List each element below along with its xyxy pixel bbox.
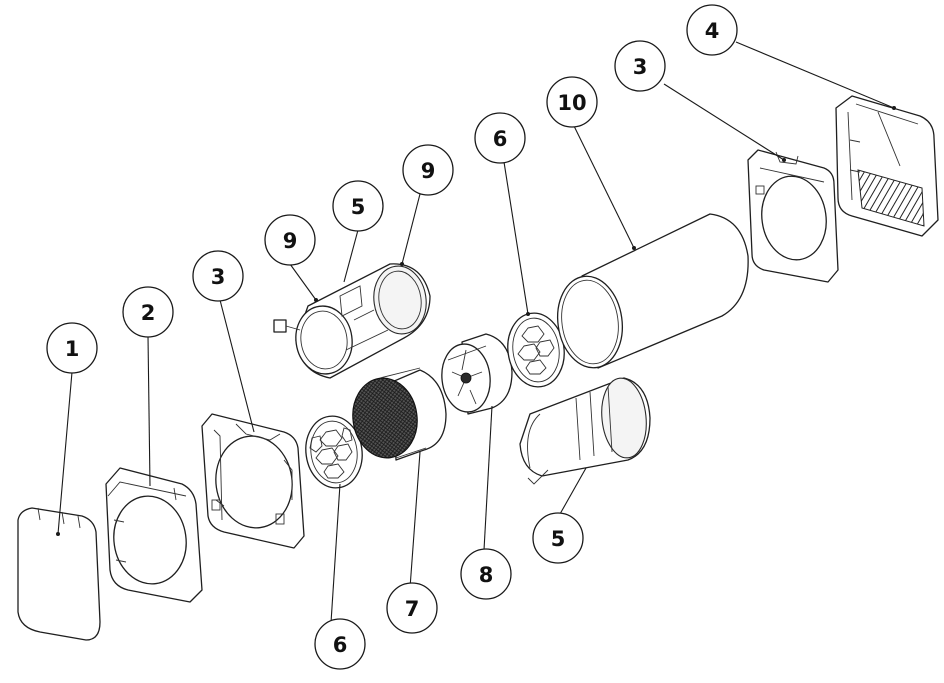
callout-3-front: 3: [192, 250, 244, 302]
callout-6-back-label: 6: [493, 127, 508, 151]
callout-9-left-label: 9: [283, 229, 298, 253]
part-mounting-frame-back: [747, 149, 839, 283]
callout-8-label: 8: [479, 563, 494, 587]
part-outer-grille: [835, 95, 939, 237]
callout-9-right: 9: [402, 144, 454, 196]
callout-6-front-label: 6: [333, 633, 348, 657]
part-filter-cylinder: [352, 367, 447, 461]
leader-10: [573, 125, 635, 249]
callout-2: 2: [122, 286, 174, 338]
leader-2: [147, 335, 151, 487]
callout-10-label: 10: [557, 91, 586, 115]
part-honeycomb-grid-front: [305, 415, 363, 489]
part-mounting-frame-front: [201, 413, 305, 549]
callout-5-bottom: 5: [532, 512, 584, 564]
leader-6a: [329, 483, 341, 639]
callout-3-back: 3: [614, 40, 666, 92]
leader-lines: [56, 41, 896, 639]
callout-3-back-label: 3: [633, 55, 648, 79]
leader-5a: [343, 229, 359, 283]
callout-7: 7: [386, 582, 438, 634]
leader-3b: [663, 83, 785, 161]
part-inner-frame: [105, 467, 203, 603]
part-front-cover: [17, 507, 101, 641]
callout-1: 1: [46, 322, 98, 374]
callout-10: 10: [546, 76, 598, 128]
leader-8: [483, 405, 493, 551]
callout-8: 8: [460, 548, 512, 600]
callout-4-label: 4: [705, 19, 720, 43]
callout-3-front-label: 3: [211, 265, 226, 289]
leader-4: [735, 41, 895, 109]
callout-4: 4: [686, 4, 738, 56]
callout-6-front: 6: [314, 618, 366, 670]
part-fan-impeller: [441, 333, 513, 415]
part-pipe: [557, 213, 749, 369]
callout-9-right-label: 9: [421, 159, 436, 183]
part-fan-housing-top: [273, 263, 431, 379]
leader-7: [409, 451, 421, 589]
leader-9b: [401, 193, 421, 265]
callout-9-left: 9: [264, 214, 316, 266]
callout-6-back: 6: [474, 112, 526, 164]
part-duct-sleeve-bottom: [519, 377, 651, 485]
leader-9a: [289, 263, 317, 301]
callout-2-label: 2: [141, 301, 156, 325]
callout-5-top: 5: [332, 180, 384, 232]
leader-1: [57, 371, 73, 535]
leader-6b: [503, 161, 529, 315]
callout-7-label: 7: [405, 597, 420, 621]
leader-5b: [559, 467, 587, 515]
leader-3a: [219, 299, 255, 433]
callout-1-label: 1: [65, 337, 80, 361]
callout-5-bottom-label: 5: [551, 527, 566, 551]
callout-5-top-label: 5: [351, 195, 366, 219]
part-honeycomb-grid-back: [507, 312, 565, 388]
